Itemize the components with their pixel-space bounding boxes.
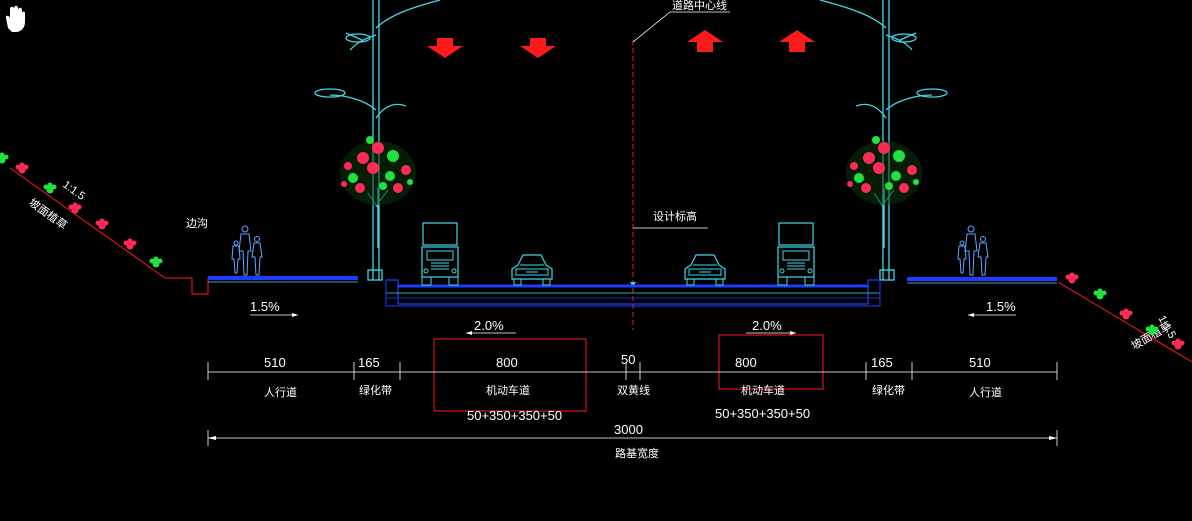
right-carriageway-detail: 50+350+350+50 xyxy=(715,406,810,421)
highlight-box-right-carriageway xyxy=(718,334,824,390)
highlight-box-left-carriageway xyxy=(433,338,587,412)
car-icon xyxy=(684,254,726,286)
total-width-label: 路基宽度 xyxy=(615,446,659,460)
left-sidewalk xyxy=(208,276,358,283)
left-carriageway-width: 800 xyxy=(496,355,518,370)
right-carriageway-width: 800 xyxy=(735,355,757,370)
tree-icon xyxy=(845,135,923,249)
shrub-icon xyxy=(0,152,163,268)
traffic-up-arrow-icon xyxy=(779,30,815,52)
grade-right-carriageway: 2.0% xyxy=(752,318,782,333)
left-green-width: 165 xyxy=(358,355,380,370)
edge-ditch-label: 边沟 xyxy=(186,217,208,230)
street-lamp-icon xyxy=(819,0,948,281)
dimension-line xyxy=(207,362,1058,380)
right-carriageway-label: 机动车道 xyxy=(741,383,785,397)
design-elevation-label: 设计标高 xyxy=(653,209,697,223)
grade-right-sidewalk: 1.5% xyxy=(986,299,1016,314)
grade-left-sidewalk: 1.5% xyxy=(250,299,280,314)
truck-icon xyxy=(777,222,815,286)
right-green-label: 绿化带 xyxy=(872,383,905,397)
right-sidewalk-width: 510 xyxy=(969,355,991,370)
left-carriageway-detail: 50+350+350+50 xyxy=(467,408,562,423)
centerline-label: 道路中心线 xyxy=(672,0,727,12)
grade-left-carriageway: 2.0% xyxy=(474,318,504,333)
tree-icon xyxy=(339,135,417,249)
traffic-down-arrow-icon xyxy=(520,38,556,58)
traffic-down-arrow-icon xyxy=(427,38,463,58)
left-sidewalk-width: 510 xyxy=(264,355,286,370)
car-icon xyxy=(511,254,553,286)
hand-cursor-icon xyxy=(5,5,25,32)
truck-icon xyxy=(421,222,459,286)
median-width: 50 xyxy=(621,352,635,367)
carriageway-pavement xyxy=(385,279,881,307)
slope-ratio-left: 1:1.5 xyxy=(60,179,87,203)
pedestrians-icon xyxy=(957,225,989,276)
left-sidewalk-label: 人行道 xyxy=(264,385,297,399)
pedestrians-icon xyxy=(231,225,263,276)
right-green-width: 165 xyxy=(871,355,893,370)
left-green-label: 绿化带 xyxy=(359,383,392,397)
traffic-up-arrow-icon xyxy=(687,30,723,52)
total-width: 3000 xyxy=(614,422,643,437)
left-carriageway-label: 机动车道 xyxy=(486,383,530,397)
right-sidewalk-label: 人行道 xyxy=(969,385,1002,399)
right-sidewalk xyxy=(907,277,1057,284)
median-label: 双黄线 xyxy=(617,383,650,397)
slope-protection-left: 坡面植草 xyxy=(26,195,70,232)
